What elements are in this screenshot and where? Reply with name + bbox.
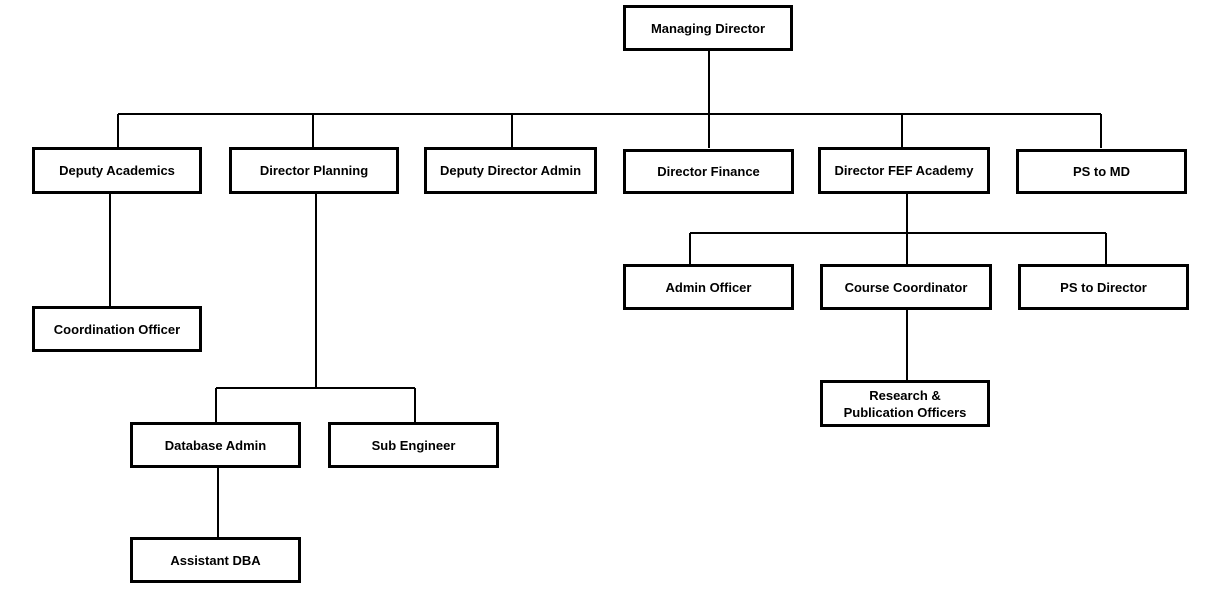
- box-sub-engineer: Sub Engineer: [328, 422, 499, 468]
- box-director-fef-academy: Director FEF Academy: [818, 147, 990, 194]
- label-director-finance: Director Finance: [657, 164, 760, 179]
- label-research-publication-officers: Research & Publication Officers: [843, 387, 967, 420]
- box-admin-officer: Admin Officer: [623, 264, 794, 310]
- label-admin-officer: Admin Officer: [665, 279, 752, 295]
- box-director-finance: Director Finance: [623, 149, 794, 194]
- label-assistant-dba: Assistant DBA: [170, 552, 261, 568]
- label-managing-director: Managing Director: [650, 20, 766, 36]
- box-course-coordinator: Course Coordinator: [820, 264, 992, 310]
- box-database-admin: Database Admin: [130, 422, 301, 468]
- box-deputy-academics: Deputy Academics: [32, 147, 202, 194]
- label-director-fef-academy: Director FEF Academy: [834, 163, 974, 178]
- label-director-planning: Director Planning: [259, 163, 369, 178]
- box-director-planning: Director Planning: [229, 147, 399, 194]
- label-coordination-officer: Coordination Officer: [53, 321, 181, 337]
- box-managing-director: Managing Director: [623, 5, 793, 51]
- label-ps-to-director: PS to Director: [1060, 279, 1147, 295]
- box-assistant-dba: Assistant DBA: [130, 537, 301, 583]
- label-deputy-director-admin: Deputy Director Admin: [439, 163, 582, 178]
- label-deputy-academics: Deputy Academics: [59, 163, 175, 178]
- box-ps-to-md: PS to MD: [1016, 149, 1187, 194]
- box-ps-to-director: PS to Director: [1018, 264, 1189, 310]
- box-research-publication-officers: Research & Publication Officers: [820, 380, 990, 427]
- label-database-admin: Database Admin: [164, 437, 267, 453]
- box-deputy-director-admin: Deputy Director Admin: [424, 147, 597, 194]
- label-course-coordinator: Course Coordinator: [844, 279, 968, 295]
- label-ps-to-md: PS to MD: [1072, 164, 1131, 179]
- box-coordination-officer: Coordination Officer: [32, 306, 202, 352]
- label-sub-engineer: Sub Engineer: [371, 437, 456, 453]
